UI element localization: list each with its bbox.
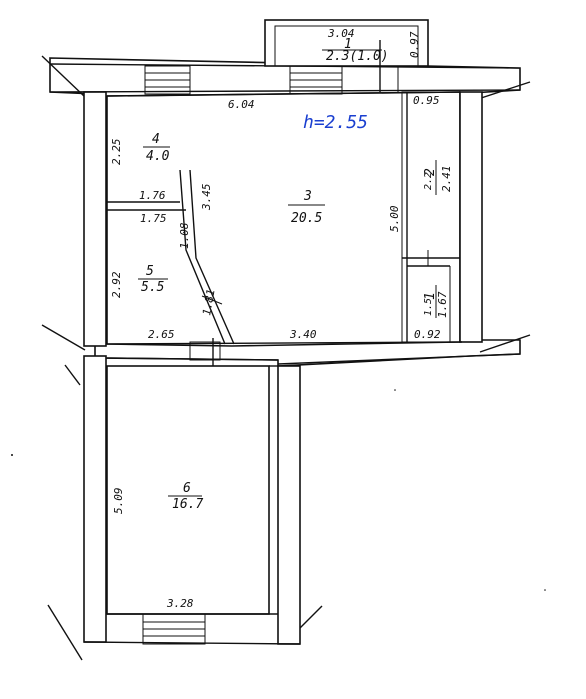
wall-end-right-top — [474, 81, 531, 101]
balcony-depth: 0.97 — [408, 31, 421, 58]
room4-height: 2.25 — [110, 139, 123, 166]
room2-number: 2 — [423, 168, 438, 176]
wall-end-mid-left — [41, 324, 86, 351]
wall-end-right-bottom — [479, 334, 531, 353]
room-6-walls — [83, 365, 301, 645]
wall-end-top-left — [41, 55, 86, 98]
room5-diag: 1.81 — [200, 288, 217, 316]
window-bottom — [142, 613, 206, 645]
partition-diagonal — [179, 169, 235, 345]
room3-area: 20.5 — [291, 211, 322, 226]
room4-number: 4 — [152, 132, 160, 147]
room5-height: 2.92 — [110, 271, 123, 298]
labels: 3.04 1 2.3(1.0) 0.97 6.04 h=2.55 3 20.5 … — [110, 27, 453, 610]
room3-bottom: 3.40 — [289, 328, 317, 341]
wall-end-bottom-left — [47, 604, 83, 661]
window-top-left — [144, 65, 191, 95]
balcony-number: 1 — [344, 37, 352, 52]
balcony-area: 2.3(1.0) — [326, 49, 389, 64]
wall-end-mid-left-2 — [64, 364, 81, 386]
right-wall-upper — [459, 91, 483, 343]
top-wall-inner-2 — [106, 91, 461, 97]
room5-width-bottom: 2.65 — [148, 328, 175, 341]
partition-room4-room5 — [107, 201, 186, 211]
room2-area: 2.2 — [423, 172, 434, 190]
room1-width: 0.92 — [414, 328, 441, 341]
balcony-width: 3.04 — [327, 27, 355, 40]
room6-area: 16.7 — [172, 497, 203, 512]
room4-width: 1.76 — [139, 189, 166, 202]
room2-width: 0.95 — [413, 94, 440, 107]
room6-height: 5.09 — [112, 488, 125, 515]
room5-width-top: 1.75 — [140, 212, 167, 225]
room3-number: 3 — [303, 189, 312, 204]
ceiling-height: h=2.55 — [303, 112, 368, 133]
room2-side: 2.41 — [440, 166, 453, 193]
left-wall — [83, 91, 107, 347]
room5-number: 5 — [146, 264, 154, 279]
fraction-bars — [138, 49, 437, 497]
top-wall-inner — [49, 89, 521, 93]
room3-width: 6.04 — [228, 98, 255, 111]
room3-height: 5.00 — [388, 205, 401, 232]
bottom-wall-upper — [106, 338, 521, 378]
wall-end-bottom-right — [299, 605, 323, 629]
room6-number: 6 — [183, 481, 191, 496]
room1-area: 1.5 — [423, 298, 434, 316]
room1-side: 1.67 — [436, 291, 449, 318]
room4-area: 4.0 — [146, 149, 170, 164]
room1-number: 1 — [423, 292, 438, 300]
scan-marks — [11, 389, 546, 591]
balcony — [264, 19, 429, 92]
partition-length: 3.45 — [200, 184, 213, 212]
left-wall-lower — [83, 355, 107, 643]
room5-area: 5.5 — [141, 280, 165, 295]
room5-diag-top: 1.08 — [178, 222, 191, 249]
room6-width: 3.28 — [166, 597, 194, 610]
